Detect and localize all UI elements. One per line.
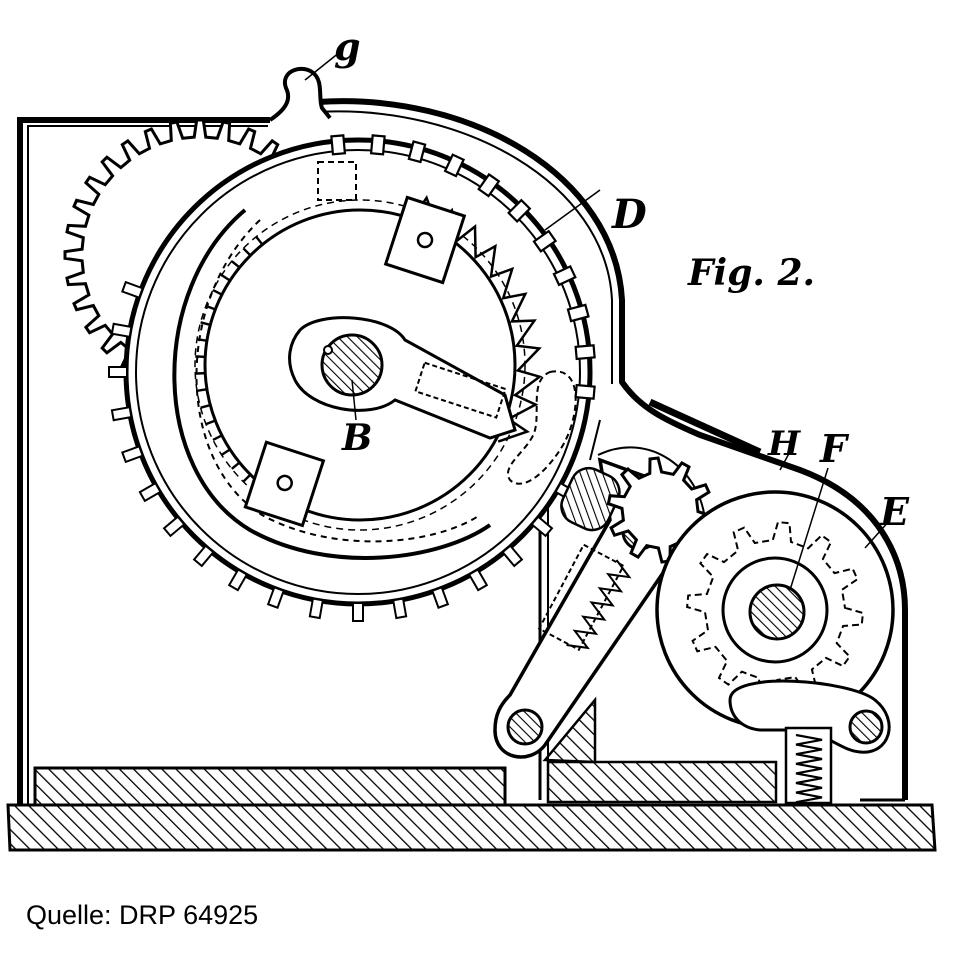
base-plate <box>6 696 937 852</box>
figure-title: Fig. 2. <box>687 252 815 294</box>
label-g: g <box>334 24 361 69</box>
label-b: B <box>341 417 372 459</box>
label-e: E <box>879 489 910 534</box>
source-caption: Quelle: DRP 64925 <box>26 900 259 930</box>
label-h: H <box>767 424 802 464</box>
label-d: D <box>611 191 647 238</box>
main-drum-d <box>108 134 601 622</box>
part-labels: g D B H F E Fig. 2. <box>334 24 910 534</box>
wheel-e <box>655 447 895 730</box>
label-f: F <box>819 426 850 471</box>
lower-latch <box>728 679 891 805</box>
lever-g <box>268 51 341 122</box>
